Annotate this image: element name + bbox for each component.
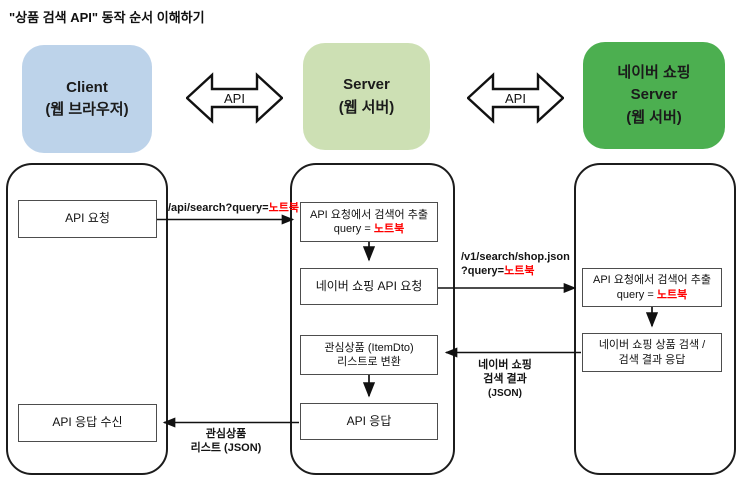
api-double-arrow-icon: API xyxy=(186,72,283,124)
node-api-request-label: API 요청 xyxy=(65,211,110,226)
edge-line1: 관심상품 xyxy=(205,428,247,440)
extract-line2: query = 노트북 xyxy=(334,222,404,236)
actor-server-name: Server xyxy=(343,76,390,93)
extract-value: 노트북 xyxy=(373,223,405,235)
node-api-response-received: API 응답 수신 xyxy=(18,404,157,442)
edge-query-line: ?query=노트북 xyxy=(461,264,570,278)
edge-label-server-to-naver: /v1/search/shop.json ?query=노트북 xyxy=(461,250,570,279)
search-line1: 네이버 쇼핑 상품 검색 / xyxy=(598,339,706,352)
actor-naver-name: 네이버 쇼핑 xyxy=(617,63,691,81)
edge-line3: (JSON) xyxy=(488,387,522,399)
node-server-extract-query: API 요청에서 검색어 추출 query = 노트북 xyxy=(300,202,438,242)
edge-query-value: 노트북 xyxy=(268,202,299,214)
node-api-response-label: API 응답 xyxy=(346,413,392,428)
node-naver-api-request-label: 네이버 쇼핑 API 요청 xyxy=(315,278,423,293)
node-naver-extract-query: API 요청에서 검색어 추출 query = 노트북 xyxy=(582,268,722,307)
node-api-response-received-label: API 응답 수신 xyxy=(52,415,123,430)
extract-line1: API 요청에서 검색어 추출 xyxy=(593,274,711,287)
node-naver-api-request: 네이버 쇼핑 API 요청 xyxy=(300,268,438,305)
node-naver-search-respond: 네이버 쇼핑 상품 검색 / 검색 결과 응답 xyxy=(582,333,722,372)
actor-naver-box: 네이버 쇼핑 Server (웹 서버) xyxy=(583,42,725,149)
extract-prefix: query = xyxy=(333,223,374,235)
node-api-request: API 요청 xyxy=(18,200,157,238)
actor-naver-sub: (웹 서버) xyxy=(626,108,682,126)
api-arrow-label: API xyxy=(505,91,526,106)
search-line2: 검색 결과 응답 xyxy=(618,353,686,366)
extract-prefix: query = xyxy=(616,288,657,301)
edge-query-value: 노트북 xyxy=(504,265,535,278)
naver-lane xyxy=(574,163,736,475)
actor-naver-name2: Server xyxy=(630,86,678,104)
edge-path-text: /api/search?query= xyxy=(168,202,269,214)
edge-line2: 리스트 (JSON) xyxy=(190,442,262,455)
actor-client-box: Client (웹 브라우저) xyxy=(22,45,152,153)
edge-line2: 검색 결과 xyxy=(483,373,527,386)
actor-client-sub: (웹 브라우저) xyxy=(45,101,129,118)
actor-server-box: Server (웹 서버) xyxy=(303,43,430,150)
api-double-arrow-icon: API xyxy=(467,72,564,124)
extract-value: 노트북 xyxy=(656,288,688,301)
extract-line2: query = 노트북 xyxy=(617,288,687,302)
convert-line2: 리스트로 변환 xyxy=(337,356,401,368)
extract-line1: API 요청에서 검색어 추출 xyxy=(310,208,428,221)
page-title: "상품 검색 API" 동작 순서 이해하기 xyxy=(9,10,205,25)
edge-path-text: /v1/search/shop.json xyxy=(461,251,570,263)
edge-label-server-to-client: 관심상품 리스트 (JSON) xyxy=(184,427,268,456)
api-arrow-label: API xyxy=(224,91,245,106)
edge-label-naver-to-server: 네이버 쇼핑 검색 결과 (JSON) xyxy=(463,358,547,400)
convert-line1: 관심상품 (ItemDto) xyxy=(324,341,414,354)
actor-server-sub: (웹 서버) xyxy=(338,98,395,116)
edge-query-prefix: ?query= xyxy=(461,265,505,278)
actor-client-name: Client xyxy=(66,78,108,96)
node-convert-itemdto-list: 관심상품 (ItemDto) 리스트로 변환 xyxy=(300,335,438,375)
edge-label-client-to-server: /api/search?query=노트북 xyxy=(168,201,299,215)
node-api-response: API 응답 xyxy=(300,403,438,440)
edge-line1: 네이버 쇼핑 xyxy=(478,359,532,371)
